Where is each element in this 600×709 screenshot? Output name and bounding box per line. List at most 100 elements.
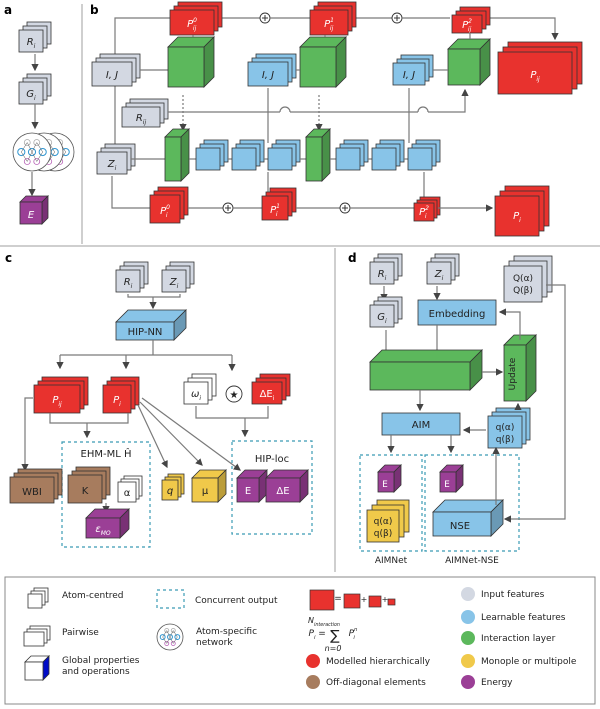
legend-eq-plus: + — [361, 595, 368, 604]
label-delta-ei: ΔEi — [260, 389, 275, 402]
cube-side — [525, 334, 537, 402]
label-rij: Rij — [136, 113, 147, 126]
stack-card — [251, 381, 283, 405]
cube-front — [299, 46, 337, 88]
label-star: ★ — [230, 390, 239, 401]
label-zi-d: Zi — [434, 269, 444, 282]
plus-operator-icon — [339, 202, 351, 214]
legend-global-1: Global properties — [62, 656, 140, 666]
label-aimnet: AIMNet — [375, 556, 408, 566]
label-ri-d: Ri — [378, 269, 387, 282]
stack-card — [335, 147, 361, 171]
label-q-beta-in: Q(β) — [513, 286, 533, 296]
connector-line — [490, 17, 559, 41]
label-pi-total: Pi — [513, 211, 521, 224]
legend-global-icon — [24, 655, 50, 681]
stack-card — [503, 265, 543, 303]
legend-color-swatch-multipole — [461, 654, 475, 668]
label-eps-mo: εMO — [95, 524, 111, 537]
node-zi-c — [161, 261, 195, 293]
node-omega — [183, 373, 217, 405]
node-pi-2 — [413, 196, 441, 222]
label-ij-input: I, J — [106, 70, 118, 81]
stack-card — [247, 61, 289, 87]
label-gi-d: Gi — [377, 312, 387, 325]
node-delta-ei — [251, 373, 291, 405]
label-q-beta-learn: q(β) — [496, 435, 514, 445]
connector-line — [428, 88, 469, 113]
node-pi-1 — [261, 187, 297, 221]
stack-card — [115, 269, 141, 293]
legend-eq-big-square — [309, 589, 335, 611]
cube-front — [503, 344, 527, 402]
node-mu — [191, 469, 227, 503]
legend-atom-network-2: network — [196, 638, 233, 648]
aimnet-box — [359, 454, 423, 552]
connector-line — [139, 401, 203, 466]
legend-eq-sum: ∑ — [330, 628, 340, 644]
label-aimnet-nse: AIMNet-NSE — [445, 556, 499, 566]
label-alpha: α — [124, 488, 131, 499]
label-ehm: EHM-ML Ĥ — [81, 447, 132, 460]
legend-atom-network-1: Atom-specific — [196, 627, 257, 637]
node-ij-input — [91, 53, 141, 87]
legend-color-label-offdiag: Off-diagonal elements — [326, 678, 426, 688]
node-wbi — [9, 468, 63, 504]
connector-line — [503, 284, 566, 523]
learnable-block — [231, 139, 265, 171]
panel-label-a: a — [4, 3, 12, 17]
stack-card — [23, 631, 45, 647]
node-zi-d — [426, 253, 460, 285]
label-k: K — [82, 486, 89, 497]
legend-color-swatch-energy — [461, 675, 475, 689]
stack-card — [369, 304, 395, 328]
legend-eq-square — [368, 595, 382, 608]
connector-line — [195, 406, 269, 419]
connector-line — [111, 176, 150, 209]
cube-front — [115, 321, 175, 341]
interaction-slab-1 — [305, 128, 331, 182]
label-q-alpha-learn: q(α) — [496, 423, 515, 433]
legend-eq-lhs: Pi — [309, 629, 316, 641]
star-operator-icon — [225, 385, 243, 403]
node-pi-0 — [149, 186, 189, 224]
stack-card — [117, 481, 137, 503]
cube-front — [85, 517, 121, 539]
connector-line — [141, 397, 241, 471]
node-eps-mo — [85, 508, 130, 539]
cube-front — [432, 511, 492, 537]
stack-card — [18, 29, 44, 53]
node-q-learn — [487, 407, 531, 449]
node-pij-total — [497, 41, 583, 95]
stack-card — [9, 476, 55, 504]
legend-color-label-modelled: Modelled hierarchically — [326, 657, 431, 667]
legend-eq-equals: = — [334, 594, 342, 604]
node-q-in — [503, 255, 553, 303]
interaction-cube-1 — [299, 36, 347, 88]
stack-card — [413, 202, 435, 222]
label-pij-total: Pij — [530, 70, 540, 83]
plus-operator-icon — [222, 202, 234, 214]
stack-card — [366, 509, 400, 543]
stack-card — [91, 61, 133, 87]
legend-atom-centred: Atom-centred — [62, 591, 124, 601]
stack-card — [195, 147, 221, 171]
stack-card — [161, 269, 187, 293]
cube-front — [447, 48, 481, 86]
legend-eq-plus: + — [382, 595, 389, 604]
node-interaction-d — [369, 349, 483, 391]
node-pij-1 — [309, 1, 357, 36]
label-q: q — [167, 486, 173, 497]
node-k — [67, 466, 111, 504]
node-pij-0 — [169, 1, 223, 36]
node-pi-total — [494, 185, 550, 237]
legend-color-label-energy: Energy — [481, 678, 513, 688]
legend-color-swatch-input — [461, 587, 475, 601]
label-hipnn: HIP-NN — [128, 327, 163, 338]
node-update — [503, 334, 537, 402]
interaction-cube-2 — [447, 38, 491, 86]
